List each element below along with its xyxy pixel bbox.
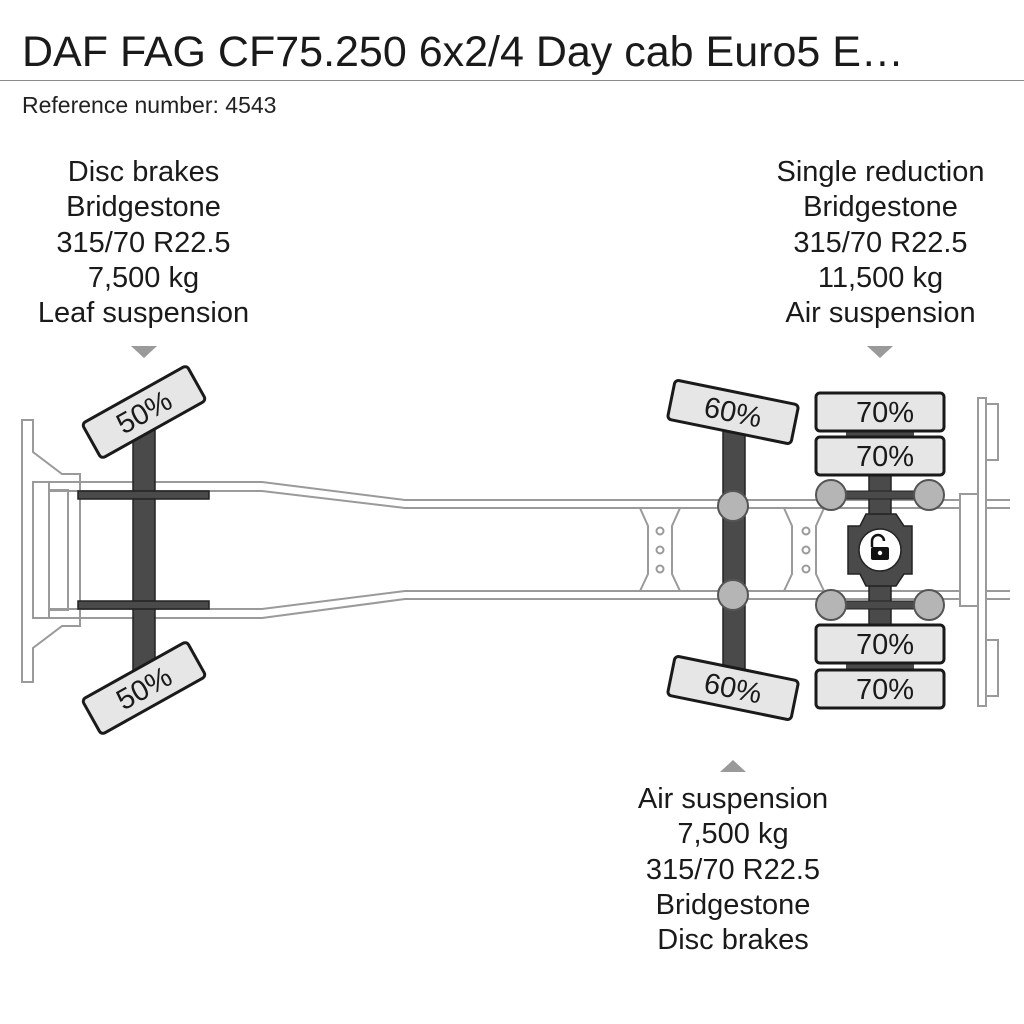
front-axle-pointer [131,346,157,358]
front-bumper [21,419,81,683]
tyre-second-right: 60% [666,655,800,721]
second-axle-brakes: Disc brakes [657,924,809,957]
second-axle-tyre-brand: Bridgestone [655,888,811,921]
rear-axle-suspension: Air suspension [785,297,976,330]
unlocked-padlock-icon [858,528,902,572]
tyre-rear-left-outer-wear: 70% [856,397,914,429]
rear-axle-reduction: Single reduction [776,156,985,188]
rear-axle-tyre-brand: Bridgestone [803,191,958,224]
front-axle-tyre-size: 315/70 R22.5 [56,226,231,259]
tyre-second-left: 60% [666,379,800,445]
second-axle-suspension: Air suspension [637,783,829,815]
tyre-rear-right-inner: 70% [814,623,946,665]
second-axle [717,417,749,687]
reference-number: Reference number: 4543 [22,90,276,120]
front-axle-suspension: Leaf suspension [37,297,250,330]
tyre-rear-left-inner: 70% [814,435,946,477]
front-axle-load: 7,500 kg [87,261,200,294]
rear-axle-load: 11,500 kg [817,261,944,294]
tyre-rear-right-outer-wear: 70% [856,674,914,706]
reference-value: 4543 [225,92,277,118]
reference-label: Reference number: [22,92,219,118]
second-axle-load: 7,500 kg [677,818,789,851]
tyre-rear-right-inner-wear: 70% [856,629,914,661]
tyre-rear-right-outer: 70% [814,668,946,710]
tyre-rear-left-inner-wear: 70% [856,441,914,473]
rear-axle-tyre-size: 315/70 R22.5 [793,226,968,259]
page-title: DAF FAG CF75.250 6x2/4 Day cab Euro5 E… [22,28,904,76]
rear-axle-pointer [867,346,893,358]
front-axle-tyre-brand: Bridgestone [66,191,221,224]
second-axle-specs: Air suspension 7,500 kg 315/70 R22.5 Bri… [583,782,883,958]
second-axle-pointer [720,760,746,772]
crossmember-holes [655,526,811,574]
front-axle-brakes: Disc brakes [67,156,220,188]
front-axle-specs: Disc brakes Bridgestone 315/70 R22.5 7,5… [0,155,287,331]
tyre-rear-left-outer: 70% [814,391,946,433]
front-axle [77,417,210,673]
second-axle-tyre-size: 315/70 R22.5 [645,853,821,886]
title-divider [0,80,1024,81]
rear-axle [815,430,945,670]
rear-axle-specs: Single reduction Bridgestone 315/70 R22.… [737,155,1024,331]
